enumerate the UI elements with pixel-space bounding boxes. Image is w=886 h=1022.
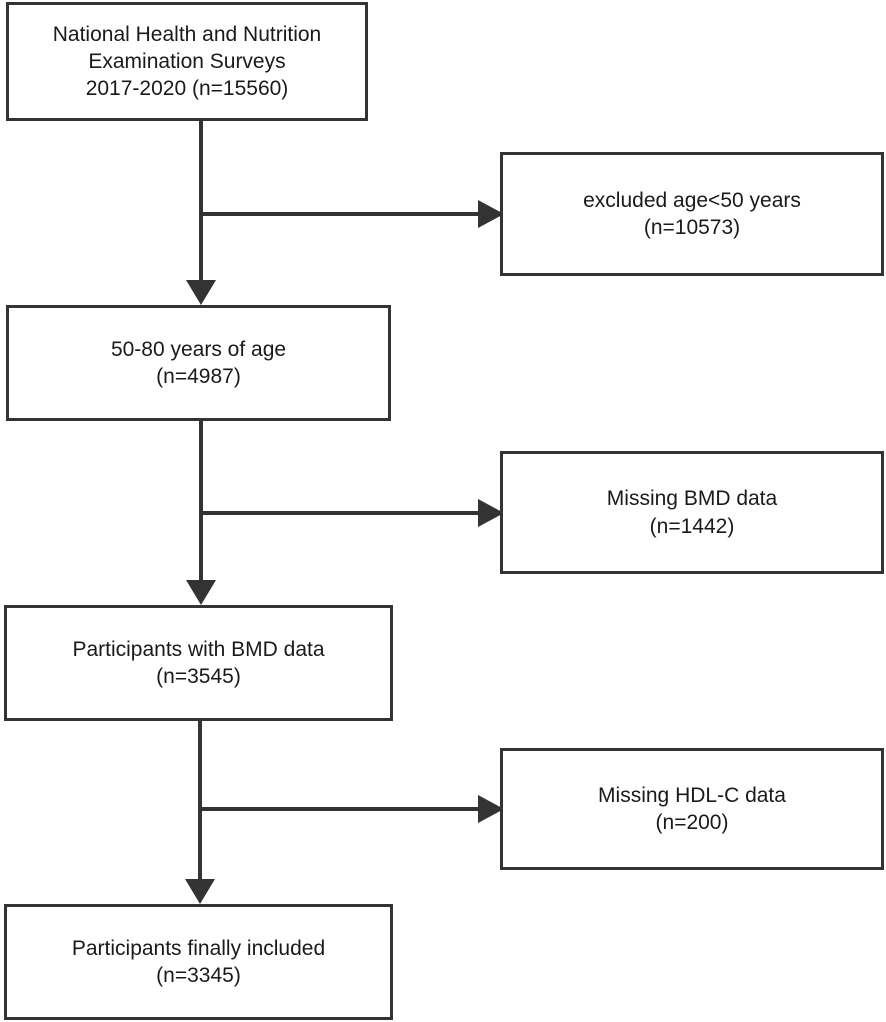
step-text-line: (n=4987): [156, 365, 241, 388]
arrow-head-right: [478, 795, 504, 823]
step-text-line: (n=3345): [156, 964, 241, 987]
step-text-line: 50-80 years of age: [110, 337, 287, 361]
step-text-line: National Health and Nutrition: [52, 22, 322, 46]
arrow-head-down: [185, 879, 215, 904]
step-text-line: (n=3545): [156, 665, 241, 688]
step-text-line: Participants finally included: [71, 936, 326, 960]
exclusion-text-line: Missing HDL-C data: [598, 783, 786, 807]
exclusion-text-line: (n=1442): [649, 514, 735, 538]
arrow-head-down: [186, 280, 216, 305]
arrow-head-down: [186, 580, 216, 605]
step-text-line: Examination Surveys: [88, 49, 286, 73]
step-box-total-sample: National Health and Nutrition Examinatio…: [6, 2, 368, 121]
exclusion-box-bmd: Missing BMD data (n=1442): [500, 451, 884, 574]
step-text-line: 2017-2020 (n=15560): [85, 77, 289, 101]
step-box-final-included: Participants finally included (n=3345): [4, 904, 393, 1020]
exclusion-box-age: excluded age<50 years (n=10573): [500, 152, 884, 276]
arrow-head-right: [478, 200, 504, 228]
exclusion-box-hdl: Missing HDL-C data (n=200): [500, 748, 884, 870]
step-box-age-range: 50-80 years of age (n=4987): [6, 305, 391, 421]
exclusion-text-line: Missing BMD data: [606, 487, 778, 511]
exclusion-text-line: excluded age<50 years: [583, 188, 801, 212]
arrow-head-right: [478, 499, 504, 527]
step-box-bmd-participants: Participants with BMD data (n=3545): [4, 605, 393, 721]
exclusion-text-line: (n=10573): [643, 216, 741, 239]
step-text-line: Participants with BMD data: [72, 637, 325, 661]
exclusion-text-line: (n=200): [655, 811, 729, 834]
